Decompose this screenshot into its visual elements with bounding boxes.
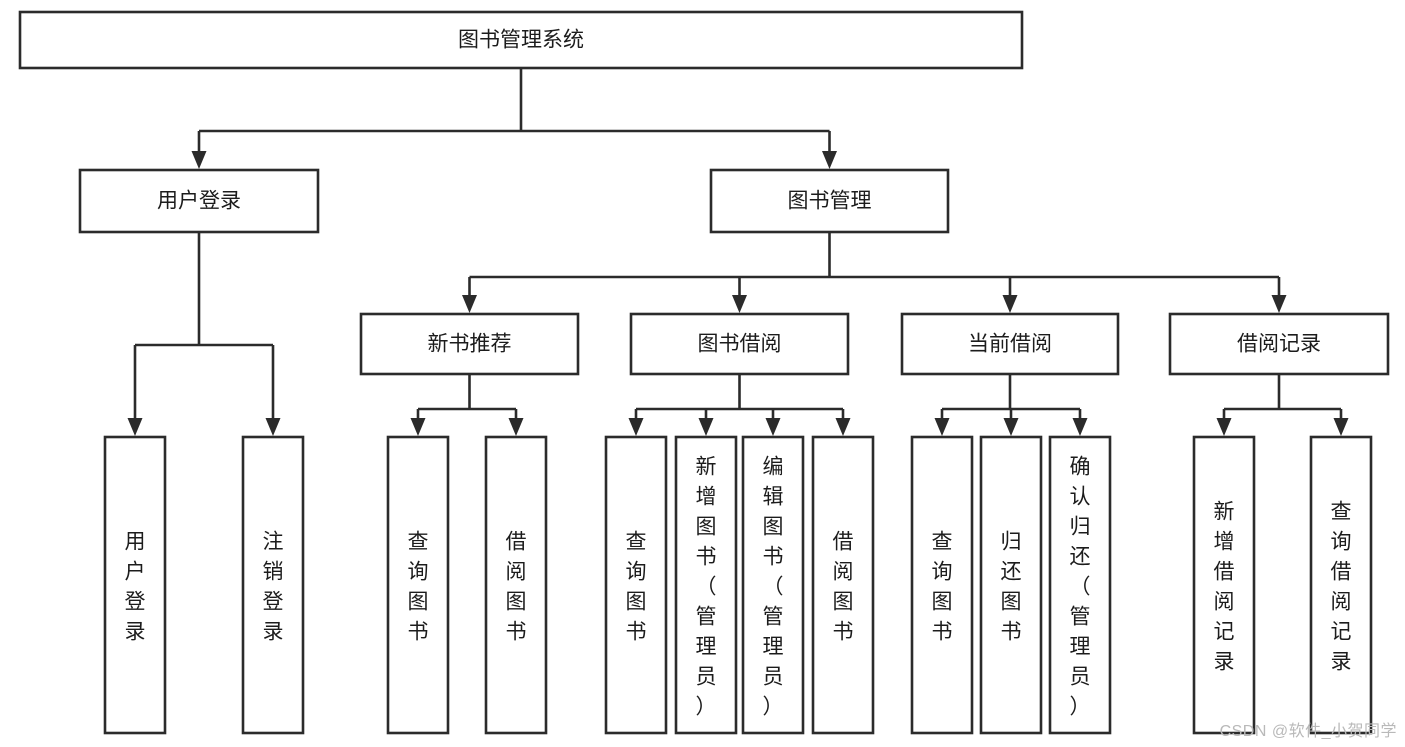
node-label: 图书借阅	[698, 333, 782, 356]
node-label: 确认归还（管理员）	[1070, 455, 1091, 718]
node-box	[709, 168, 950, 234]
node-box	[484, 435, 548, 735]
node-borrow[interactable]: 图书借阅	[629, 312, 850, 376]
node-box	[811, 435, 875, 735]
node-root[interactable]: 图书管理系统	[18, 10, 1024, 70]
node-leaf8[interactable]: 借阅图书	[811, 435, 875, 735]
arrow-head-icon	[191, 151, 207, 169]
node-leaf5[interactable]: 查询图书	[604, 435, 668, 735]
node-box	[78, 168, 320, 234]
arrow-head-icon	[127, 418, 143, 436]
node-label: 用户登录	[157, 190, 241, 213]
node-leaf1[interactable]: 用户登录	[103, 435, 167, 735]
arrow-head-icon	[835, 418, 851, 436]
node-box	[910, 435, 974, 735]
node-newbook[interactable]: 新书推荐	[359, 312, 580, 376]
arrow-head-icon	[732, 295, 747, 313]
node-leaf10[interactable]: 归还图书	[979, 435, 1043, 735]
node-label: 查询图书	[408, 530, 429, 643]
arrow-head-icon	[765, 418, 781, 436]
node-leaf13[interactable]: 查询借阅记录	[1309, 435, 1373, 735]
arrow-head-icon	[410, 418, 426, 436]
arrow-head-icon	[1216, 418, 1232, 436]
node-box	[359, 312, 580, 376]
arrow-head-icon	[934, 418, 950, 436]
node-label: 新书推荐	[428, 333, 512, 356]
node-label: 图书管理系统	[458, 29, 584, 52]
node-label: 查询图书	[626, 530, 647, 643]
node-label: 用户登录	[125, 530, 146, 643]
node-label: 当前借阅	[968, 333, 1052, 356]
node-box	[241, 435, 305, 735]
node-box	[1192, 435, 1256, 735]
arrow-head-icon	[1072, 418, 1088, 436]
node-box	[18, 10, 1024, 70]
node-leaf4[interactable]: 借阅图书	[484, 435, 548, 735]
node-leaf9[interactable]: 查询图书	[910, 435, 974, 735]
arrow-head-icon	[265, 418, 281, 436]
node-leaf12[interactable]: 新增借阅记录	[1192, 435, 1256, 735]
node-label: 注销登录	[263, 530, 284, 643]
node-leaf11[interactable]: 确认归还（管理员）	[1048, 435, 1112, 735]
arrow-head-icon	[1271, 295, 1287, 313]
node-box	[1168, 312, 1390, 376]
node-box	[1309, 435, 1373, 735]
node-box	[900, 312, 1120, 376]
node-label: 图书管理	[788, 190, 872, 213]
node-leaf2[interactable]: 注销登录	[241, 435, 305, 735]
arrow-head-icon	[698, 418, 714, 436]
arrow-head-icon	[1003, 418, 1019, 436]
node-leaf6[interactable]: 新增图书（管理员）	[674, 435, 738, 735]
node-label: 新增借阅记录	[1214, 500, 1235, 673]
node-leaf3[interactable]: 查询图书	[386, 435, 450, 735]
node-label: 借阅图书	[506, 530, 527, 643]
node-login[interactable]: 用户登录	[78, 168, 320, 234]
arrow-head-icon	[628, 418, 644, 436]
node-label: 查询借阅记录	[1331, 500, 1352, 673]
node-box	[103, 435, 167, 735]
node-layer: 图书管理系统用户登录图书管理新书推荐图书借阅当前借阅借阅记录用户登录注销登录查询…	[18, 10, 1390, 735]
node-label: 借阅记录	[1237, 333, 1321, 356]
node-label: 归还图书	[1001, 530, 1022, 643]
arrow-head-icon	[462, 295, 477, 313]
node-records[interactable]: 借阅记录	[1168, 312, 1390, 376]
arrow-head-icon	[1002, 295, 1018, 313]
node-box	[604, 435, 668, 735]
node-bookmgmt[interactable]: 图书管理	[709, 168, 950, 234]
connector-layer	[127, 68, 1349, 436]
node-box	[979, 435, 1043, 735]
node-label: 新增图书（管理员）	[696, 455, 717, 718]
node-box	[674, 435, 738, 735]
node-box	[629, 312, 850, 376]
node-box	[386, 435, 450, 735]
node-label: 查询图书	[932, 530, 953, 643]
arrow-head-icon	[508, 418, 524, 436]
node-box	[741, 435, 805, 735]
node-label: 编辑图书（管理员）	[763, 455, 784, 718]
arrow-head-icon	[1333, 418, 1349, 436]
node-current[interactable]: 当前借阅	[900, 312, 1120, 376]
arrow-head-icon	[822, 151, 837, 169]
node-box	[1048, 435, 1112, 735]
node-label: 借阅图书	[833, 530, 854, 643]
node-leaf7[interactable]: 编辑图书（管理员）	[741, 435, 805, 735]
